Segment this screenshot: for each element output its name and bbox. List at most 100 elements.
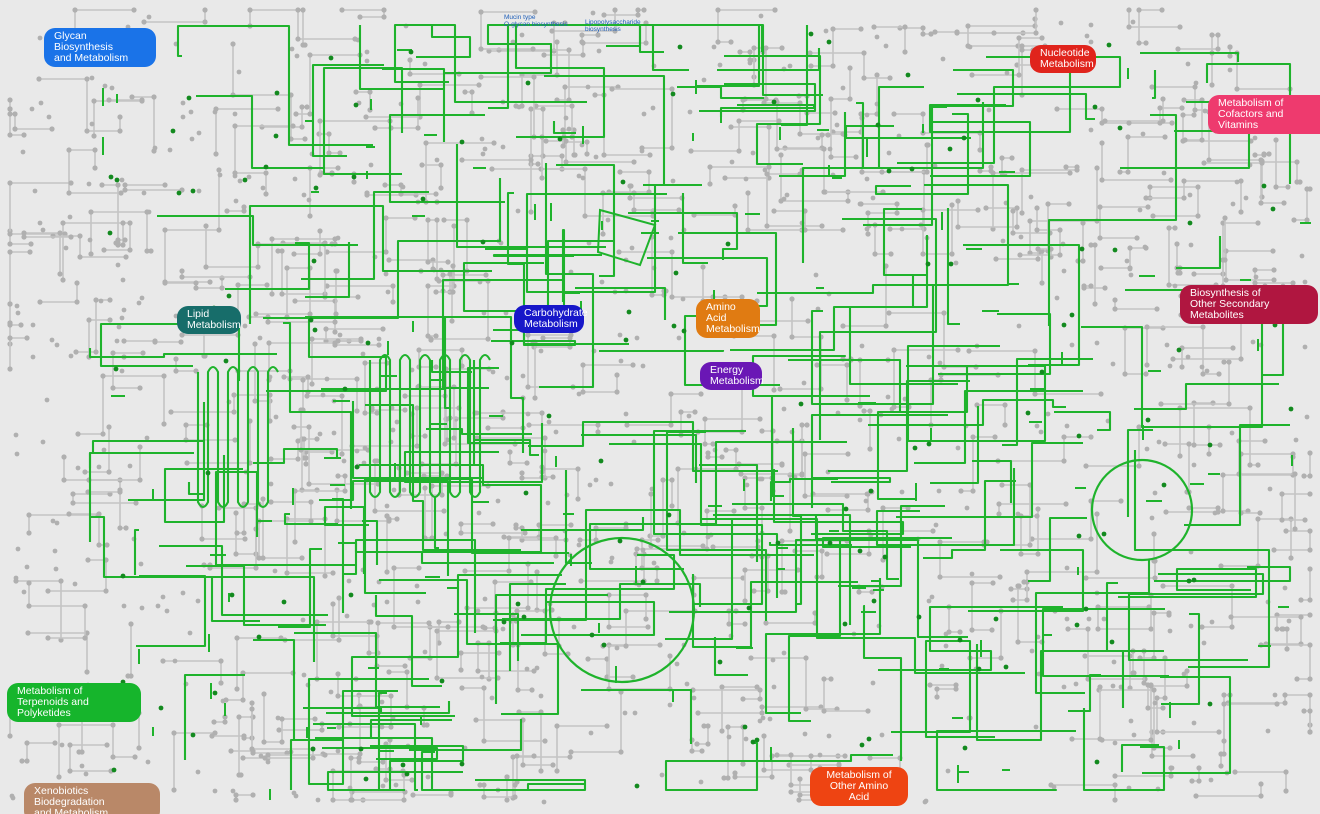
category-label-terpenoids-polyketides[interactable]: Metabolism of Terpenoids and Polyketides (7, 683, 141, 722)
background-compound-node (532, 395, 537, 400)
background-compound-node (14, 433, 19, 438)
background-compound-node (1065, 617, 1070, 622)
background-compound-node (325, 377, 330, 382)
background-compound-node (93, 349, 98, 354)
highlighted-compound-node (1080, 247, 1085, 252)
pathway-label-lps[interactable]: Lipopolysaccharide biosynthesis (585, 19, 641, 33)
background-compound-node (830, 63, 835, 68)
background-compound-node (802, 493, 807, 498)
background-compound-node (623, 643, 628, 648)
category-label-amino-acid[interactable]: Amino Acid Metabolism (696, 299, 760, 338)
background-compound-node (788, 64, 793, 69)
background-compound-node (410, 792, 415, 797)
background-compound-node (234, 686, 239, 691)
background-compound-node (480, 675, 485, 680)
background-compound-node (601, 152, 606, 157)
background-compound-node (1221, 701, 1226, 706)
background-compound-node (1209, 778, 1214, 783)
background-compound-node (1034, 725, 1039, 730)
background-compound-node (1002, 422, 1007, 427)
highlighted-compound-node (1262, 184, 1267, 189)
background-compound-node (1095, 626, 1100, 631)
background-compound-node (84, 128, 89, 133)
background-compound-node (425, 283, 430, 288)
background-compound-node (887, 151, 892, 156)
background-compound-node (1279, 517, 1284, 522)
background-compound-node (669, 503, 674, 508)
category-label-carbohydrate[interactable]: Carbohydrate Metabolism (514, 305, 584, 333)
category-label-glycan[interactable]: Glycan Biosynthesis and Metabolism (44, 28, 156, 67)
background-compound-node (887, 75, 892, 80)
background-compound-node (221, 699, 226, 704)
category-label-cofactors-vitamins[interactable]: Metabolism of Cofactors and Vitamins (1208, 95, 1320, 134)
background-compound-node (609, 86, 614, 91)
background-compound-node (18, 322, 23, 327)
background-compound-node (757, 696, 762, 701)
category-label-secondary-metabolites[interactable]: Biosynthesis of Other Secondary Metaboli… (1180, 285, 1318, 324)
background-compound-node (380, 759, 385, 764)
background-compound-node (871, 681, 876, 686)
background-compound-node (1255, 516, 1260, 521)
category-label-energy[interactable]: Energy Metabolism (700, 362, 762, 390)
background-compound-node (865, 113, 870, 118)
background-compound-node (433, 191, 438, 196)
category-label-nucleotide[interactable]: Nucleotide Metabolism (1030, 45, 1096, 73)
highlighted-compound-node (329, 56, 334, 61)
background-compound-node (330, 633, 335, 638)
background-compound-node (726, 621, 731, 626)
background-compound-node (363, 114, 368, 119)
background-compound-node (668, 703, 673, 708)
background-compound-node (165, 609, 170, 614)
background-compound-node (987, 108, 992, 113)
background-compound-node (128, 673, 133, 678)
highlighted-compound-node (547, 414, 552, 419)
highlighted-compound-node (224, 359, 229, 364)
background-compound-node (402, 663, 407, 668)
background-compound-node (118, 190, 123, 195)
background-compound-node (710, 441, 715, 446)
background-compound-node (292, 791, 297, 796)
background-compound-node (1168, 773, 1173, 778)
background-compound-node (476, 609, 481, 614)
background-compound-node (1030, 649, 1035, 654)
background-compound-node (434, 217, 439, 222)
background-compound-node (1163, 509, 1168, 514)
background-compound-node (24, 758, 29, 763)
background-compound-node (39, 101, 44, 106)
category-label-other-amino-acid[interactable]: Metabolism of Other Amino Acid (810, 767, 908, 806)
background-compound-node (1144, 324, 1149, 329)
background-compound-node (992, 434, 997, 439)
background-compound-node (101, 247, 106, 252)
category-label-lipid[interactable]: Lipid Metabolism (177, 306, 241, 334)
background-compound-node (594, 478, 599, 483)
background-compound-node (996, 511, 1001, 516)
background-compound-node (630, 362, 635, 367)
background-compound-node (69, 354, 74, 359)
category-label-xenobiotics[interactable]: Xenobiotics Biodegradation and Metabolis… (24, 783, 160, 814)
background-compound-node (41, 440, 46, 445)
background-compound-node (747, 49, 752, 54)
background-compound-node (825, 132, 830, 137)
highlighted-compound-node (1188, 221, 1193, 226)
background-compound-node (92, 147, 97, 152)
background-compound-node (1034, 513, 1039, 518)
background-compound-node (284, 570, 289, 575)
background-compound-node (1147, 184, 1152, 189)
background-compound-node (845, 451, 850, 456)
background-compound-node (386, 669, 391, 674)
background-compound-node (894, 201, 899, 206)
background-compound-node (451, 223, 456, 228)
background-compound-node (1228, 68, 1233, 73)
background-compound-node (300, 7, 305, 12)
background-compound-node (279, 291, 284, 296)
background-compound-node (234, 199, 239, 204)
background-compound-node (263, 191, 268, 196)
background-compound-node (1154, 729, 1159, 734)
background-compound-node (1259, 194, 1264, 199)
background-compound-node (702, 78, 707, 83)
background-compound-node (120, 178, 125, 183)
background-compound-node (591, 11, 596, 16)
background-compound-node (880, 733, 885, 738)
pathway-label-mucin[interactable]: Mucin type O-glycan biosynthesis (504, 14, 568, 28)
highlighted-compound-node (948, 147, 953, 152)
